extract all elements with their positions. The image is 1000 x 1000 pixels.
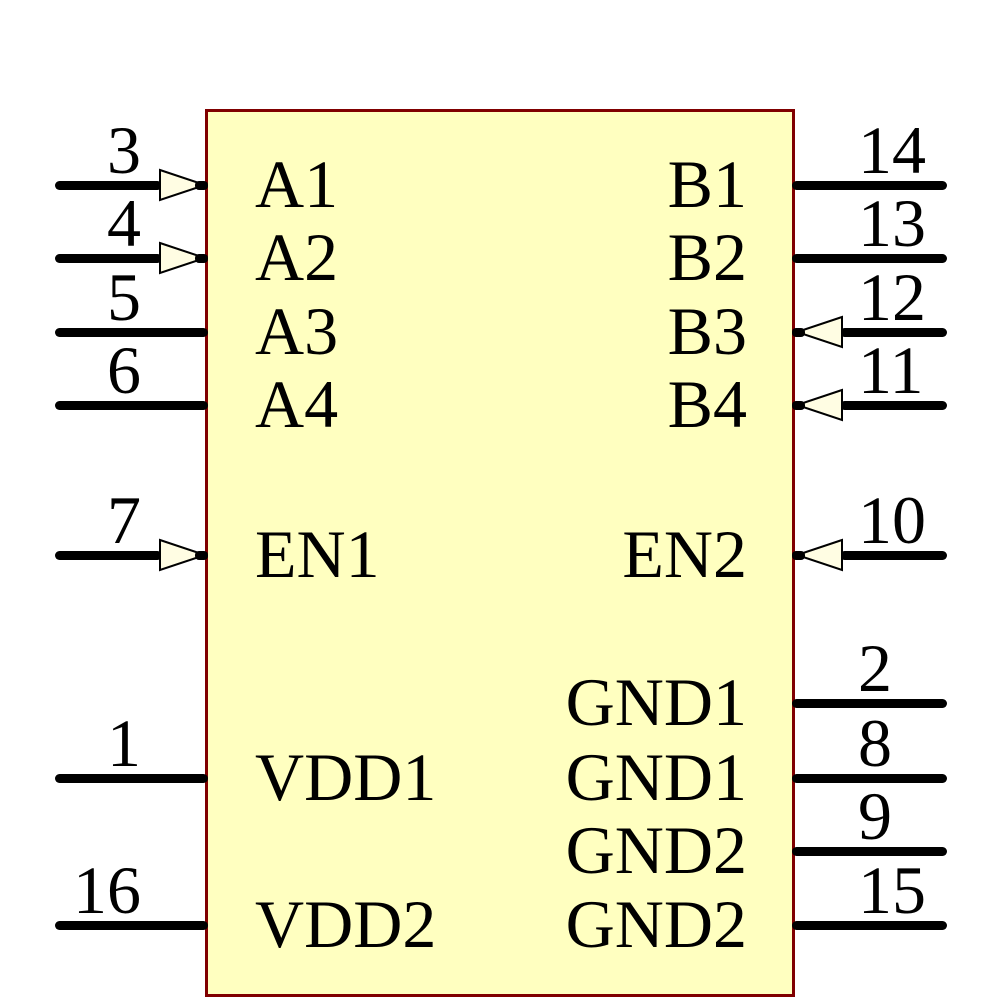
pin-4-tip <box>195 253 208 263</box>
pin-label-en1: EN1 <box>255 516 380 592</box>
pin-label-a2: A2 <box>255 219 339 295</box>
pin-12-wire[interactable] <box>840 327 947 337</box>
pin-3-wire[interactable] <box>55 180 162 190</box>
pin-label-a1: A1 <box>255 146 339 222</box>
pin-11-wire[interactable] <box>840 400 947 410</box>
pin-4-input-arrow-icon <box>159 241 207 275</box>
pin-7-number: 7 <box>107 482 141 558</box>
pin-11-input-arrow-icon <box>795 388 843 422</box>
pin-2-wire[interactable] <box>792 698 947 708</box>
pin-3-input-arrow-icon <box>159 168 207 202</box>
pin-8-wire[interactable] <box>792 773 947 783</box>
pin-label-a3: A3 <box>255 293 339 369</box>
pin-4-wire[interactable] <box>55 253 162 263</box>
pin-label-gnd2-b: GND2 <box>565 886 747 962</box>
pin-11-tip <box>792 400 805 410</box>
pin-label-gnd1-b: GND1 <box>565 739 747 815</box>
pin-7-wire[interactable] <box>55 550 162 560</box>
pin-11-number: 11 <box>858 332 924 408</box>
pin-10-wire[interactable] <box>840 550 947 560</box>
pin-label-vdd1: VDD1 <box>255 739 437 815</box>
pin-3-tip <box>195 180 208 190</box>
pin-3-number: 3 <box>107 112 141 188</box>
pin-label-gnd1-a: GND1 <box>565 664 747 740</box>
pin-8-number: 8 <box>858 705 892 781</box>
pin-label-a4: A4 <box>255 366 339 442</box>
pin-2-number: 2 <box>858 630 892 706</box>
pin-15-number: 15 <box>858 852 926 928</box>
pin-6-number: 6 <box>107 332 141 408</box>
pin-4-number: 4 <box>107 185 141 261</box>
pin-16-number: 16 <box>73 852 141 928</box>
pin-6-wire[interactable] <box>55 400 208 410</box>
pin-label-vdd2: VDD2 <box>255 886 437 962</box>
pin-12-number: 12 <box>858 259 926 335</box>
pin-9-wire[interactable] <box>792 846 947 856</box>
pin-14-number: 14 <box>858 112 926 188</box>
pin-13-wire[interactable] <box>792 253 947 263</box>
pin-9-number: 9 <box>858 778 892 854</box>
pin-1-number: 1 <box>107 705 141 781</box>
pin-label-en2: EN2 <box>622 516 747 592</box>
pin-13-number: 13 <box>858 185 926 261</box>
pin-1-wire[interactable] <box>55 773 208 783</box>
pin-label-b4: B4 <box>667 366 747 442</box>
pin-12-input-arrow-icon <box>795 315 843 349</box>
pin-label-gnd2-a: GND2 <box>565 812 747 888</box>
pin-10-tip <box>792 550 805 560</box>
pin-15-wire[interactable] <box>792 920 947 930</box>
pin-5-wire[interactable] <box>55 327 208 337</box>
pin-7-input-arrow-icon <box>159 538 207 572</box>
component-body[interactable] <box>205 109 795 997</box>
pin-label-b2: B2 <box>667 219 747 295</box>
pin-7-tip <box>195 550 208 560</box>
pin-5-number: 5 <box>107 259 141 335</box>
pin-10-input-arrow-icon <box>795 538 843 572</box>
pin-label-b1: B1 <box>667 146 747 222</box>
pin-10-number: 10 <box>858 482 926 558</box>
pin-14-wire[interactable] <box>792 180 947 190</box>
pin-label-b3: B3 <box>667 293 747 369</box>
pin-12-tip <box>792 327 805 337</box>
pin-16-wire[interactable] <box>55 920 208 930</box>
